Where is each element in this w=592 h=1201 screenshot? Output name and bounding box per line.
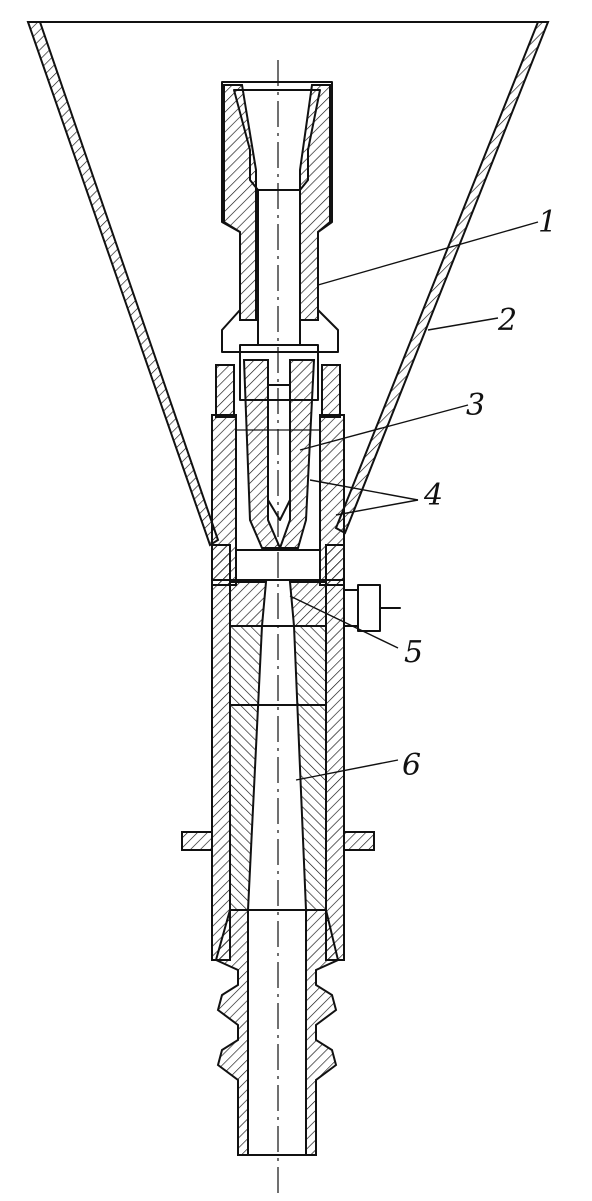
side-bolt [343, 584, 401, 632]
callout-6: 6 [402, 748, 421, 783]
diffuser-throat [229, 581, 327, 911]
callout-5: 5 [404, 635, 423, 670]
callout-1: 1 [538, 205, 557, 240]
leader-4b [335, 499, 419, 516]
nozzle-assembly [215, 344, 341, 549]
callout-2: 2 [497, 303, 517, 338]
leader-5 [289, 595, 399, 649]
leader-4a [309, 479, 419, 501]
funnel-hopper [26, 21, 550, 547]
callout-3: 3 [466, 388, 485, 423]
leader-1 [317, 221, 539, 286]
leader-3 [299, 404, 469, 451]
outlet-pipe [214, 909, 340, 1156]
callout-4: 4 [423, 478, 443, 513]
leader-2 [427, 317, 499, 331]
suction-nozzle [221, 81, 339, 353]
leader-6 [295, 759, 399, 781]
